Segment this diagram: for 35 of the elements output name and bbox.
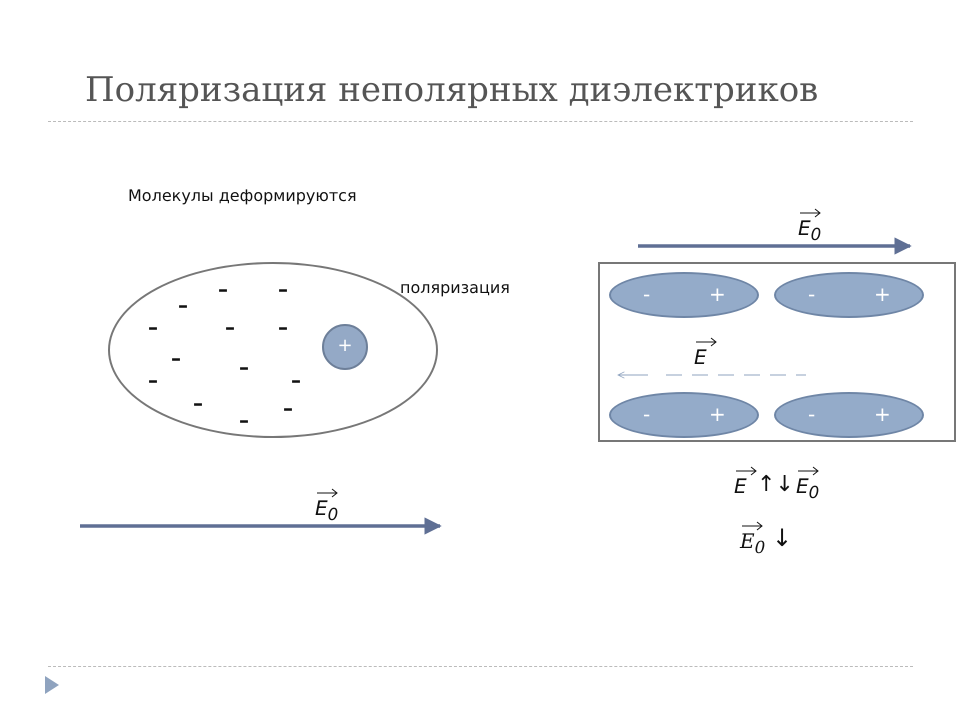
minus-sign: – — [148, 370, 158, 390]
caption-text: Молекулы деформируются — [128, 188, 357, 204]
minus-sign: – — [225, 317, 235, 337]
vector-symbol: E — [694, 347, 707, 367]
caption-text: поляризация — [400, 280, 510, 296]
vector-symbol: E$_{0}$ — [740, 531, 766, 557]
minus-sign: – — [291, 370, 301, 390]
plus-sign: + — [709, 284, 726, 304]
dielectric-frame — [598, 262, 956, 442]
down-arrow-sign: ↓ — [772, 526, 792, 550]
minus-sign: – — [283, 398, 293, 418]
minus-sign: – — [171, 348, 181, 368]
minus-sign: - — [643, 404, 650, 424]
minus-sign: – — [218, 279, 228, 299]
minus-sign: - — [808, 404, 816, 424]
plus-sign: + — [709, 404, 726, 424]
minus-sign: – — [239, 410, 249, 430]
minus-sign: – — [278, 279, 288, 299]
antiparallel-sign: ↑↓ — [757, 474, 794, 496]
vector-symbol: E$_{0}$ — [796, 476, 820, 502]
minus-sign: – — [239, 357, 249, 377]
minus-sign: – — [178, 295, 188, 315]
minus-sign: – — [193, 393, 203, 413]
slide-title: Поляризация неполярных диэлектриков — [85, 70, 818, 110]
minus-sign: - — [643, 284, 650, 304]
vector-symbol: E$_{0}$ — [798, 218, 822, 244]
vector-symbol: E$_{0}$ — [315, 498, 338, 524]
positive-charge-circle — [322, 324, 368, 370]
plus-sign: + — [874, 284, 891, 304]
minus-sign: – — [148, 317, 158, 337]
plus-sign: + — [874, 404, 891, 424]
plus-sign: + — [336, 337, 354, 355]
vector-symbol: E — [734, 476, 747, 496]
minus-sign: - — [808, 284, 816, 304]
minus-sign: – — [278, 317, 288, 337]
